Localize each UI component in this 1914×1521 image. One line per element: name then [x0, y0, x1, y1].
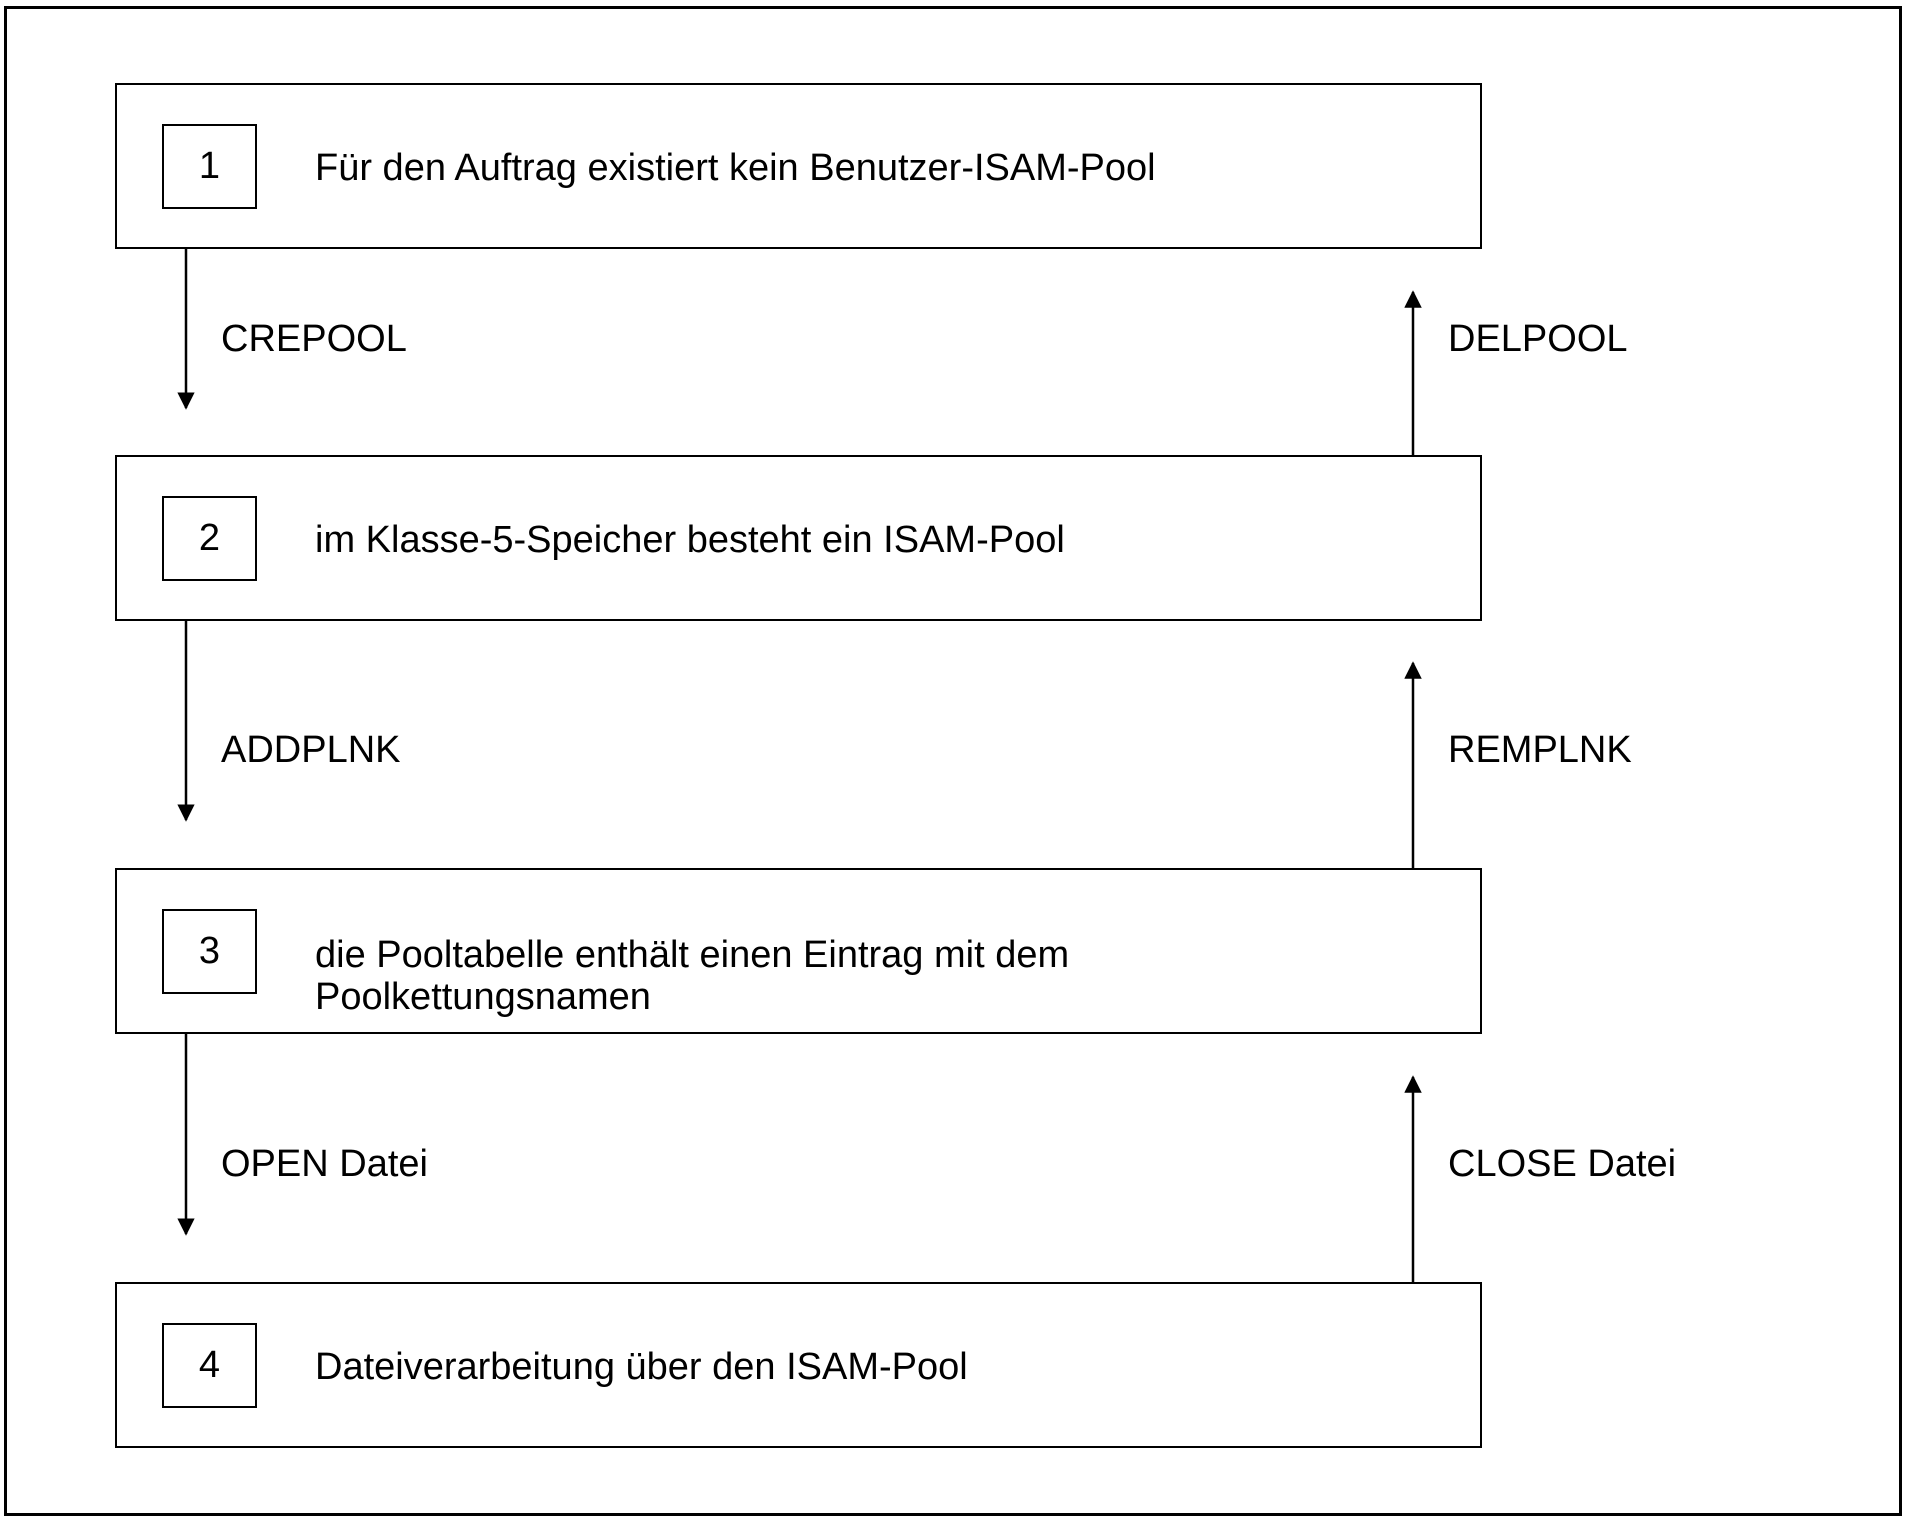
transition-label-crepool: CREPOOL	[221, 318, 407, 360]
state-number-4: 4	[162, 1323, 257, 1408]
state-number-2: 2	[162, 496, 257, 581]
state-box-4: 4 Dateiverarbeitung über den ISAM-Pool	[115, 1282, 1482, 1448]
state-number-3: 3	[162, 909, 257, 994]
state-description-4: Dateiverarbeitung über den ISAM-Pool	[315, 1346, 968, 1388]
state-number-1: 1	[162, 124, 257, 209]
state-description-2: im Klasse-5-Speicher besteht ein ISAM-Po…	[315, 519, 1065, 561]
state-description-1: Für den Auftrag existiert kein Benutzer-…	[315, 147, 1156, 189]
transition-label-remplnk: REMPLNK	[1448, 729, 1632, 771]
transition-label-addplnk: ADDPLNK	[221, 729, 401, 771]
transition-label-open-datei: OPEN Datei	[221, 1143, 428, 1185]
state-description-3: die Pooltabelle enthält einen Eintrag mi…	[315, 934, 1070, 1018]
state-box-2: 2 im Klasse-5-Speicher besteht ein ISAM-…	[115, 455, 1482, 621]
transition-label-delpool: DELPOOL	[1448, 318, 1628, 360]
state-box-1: 1 Für den Auftrag existiert kein Benutze…	[115, 83, 1482, 249]
state-box-3: 3 die Pooltabelle enthält einen Eintrag …	[115, 868, 1482, 1034]
transition-label-close-datei: CLOSE Datei	[1448, 1143, 1677, 1185]
diagram-frame	[4, 6, 1902, 1516]
